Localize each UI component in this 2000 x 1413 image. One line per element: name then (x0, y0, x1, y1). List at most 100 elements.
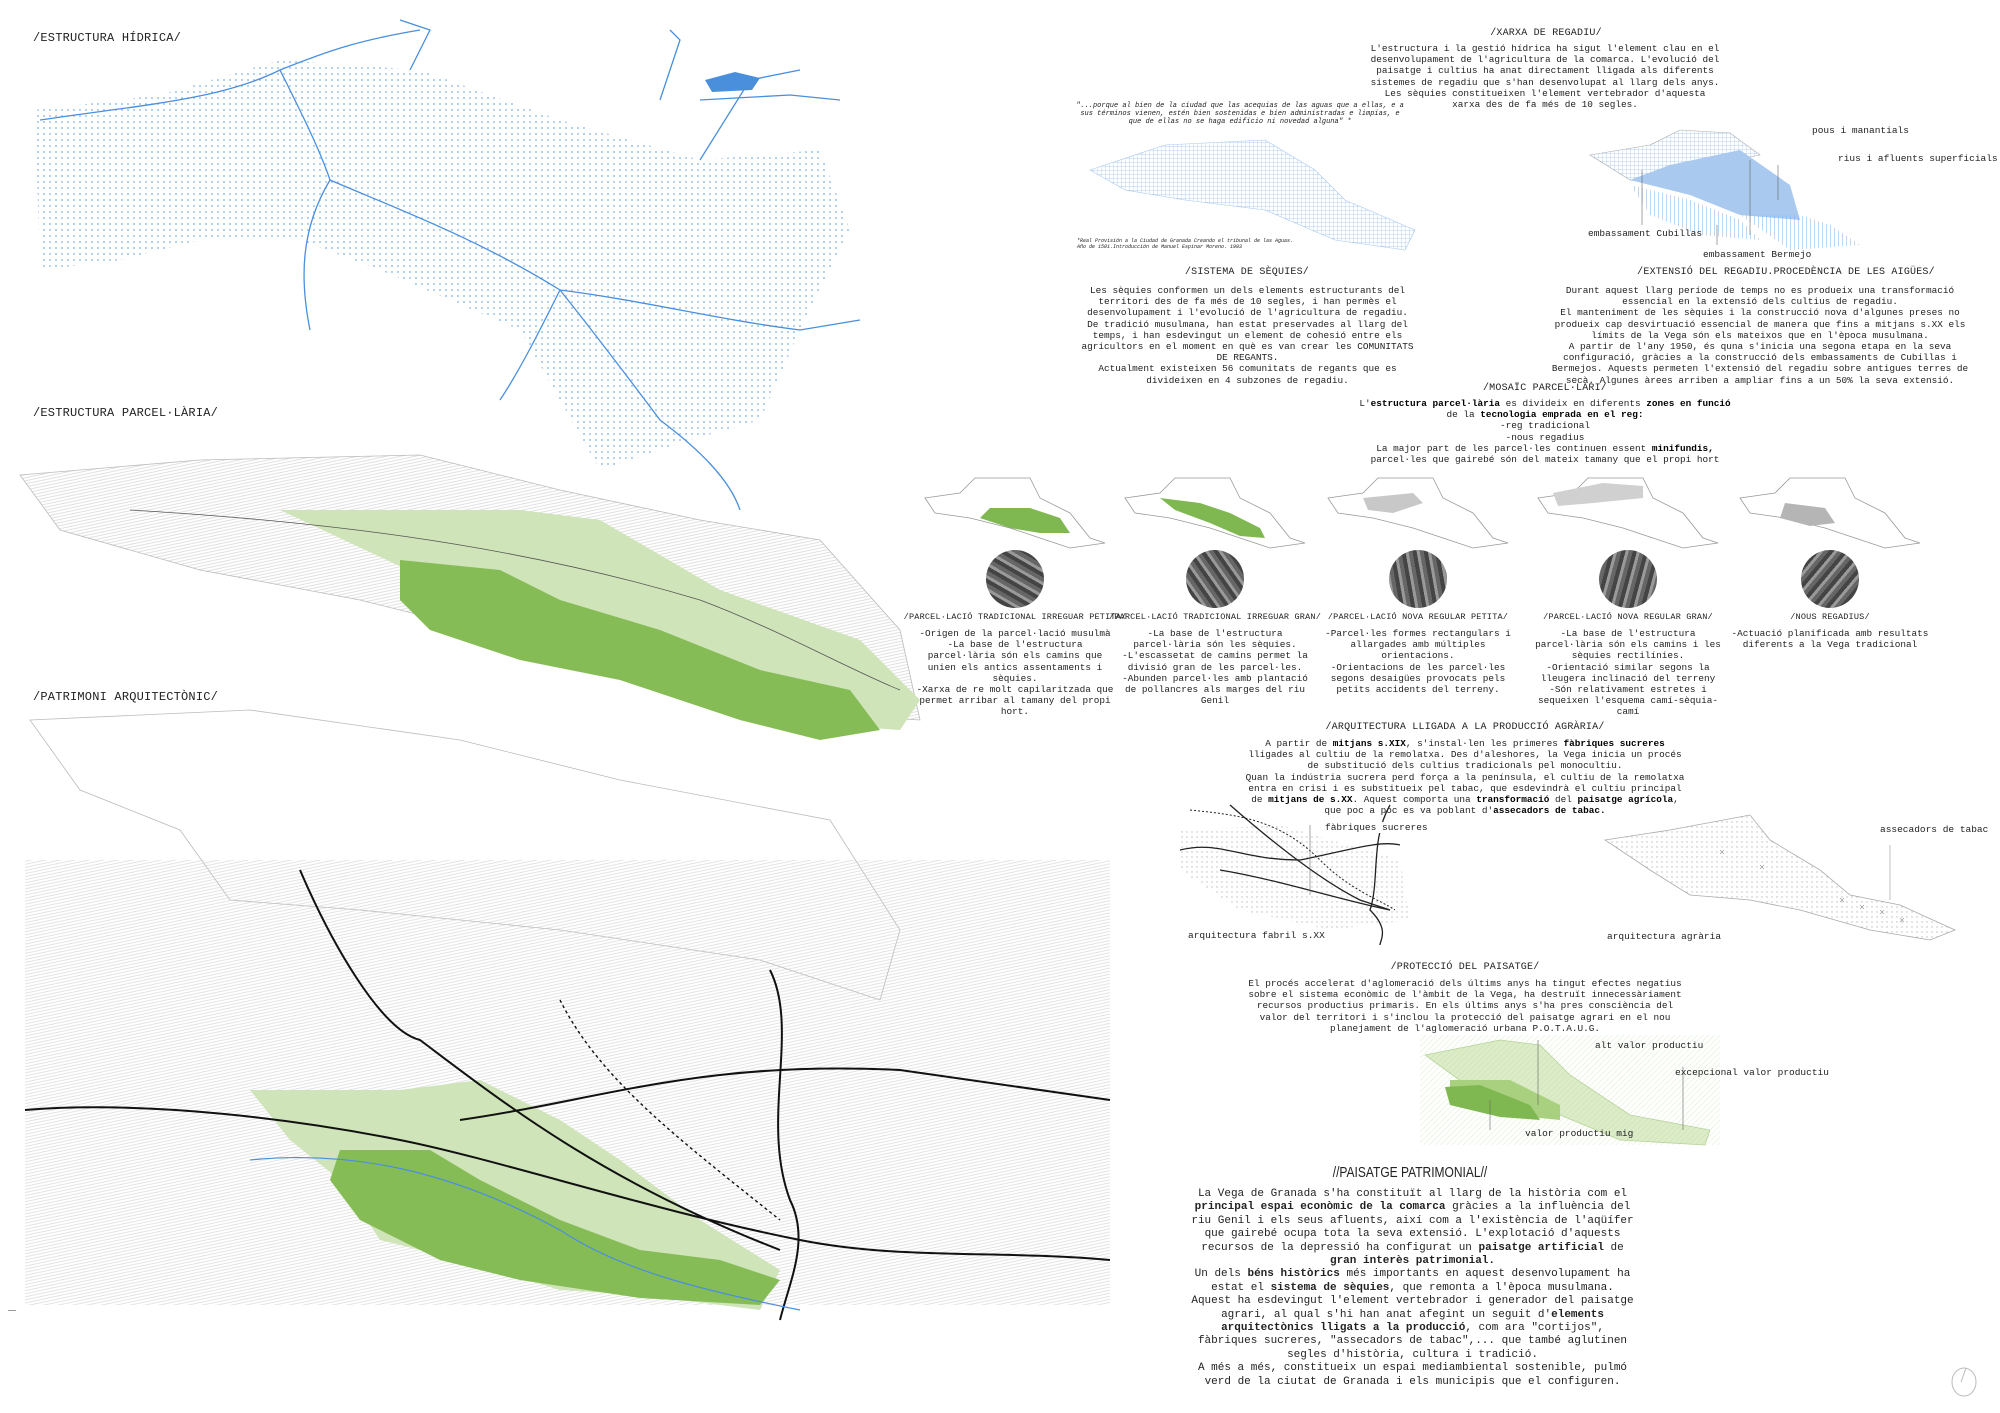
text-run: El procés accelerat d'aglomeració dels ú… (1248, 978, 1682, 1034)
label-valor-mig: valor productiu mig (1525, 1128, 1634, 1139)
paragraph: El procés accelerat d'aglomeració dels ú… (1245, 978, 1685, 1034)
text-run: Durant aquest llarg període de temps no … (1565, 285, 1955, 308)
bold-text-run: sistema de sèquies (1270, 1281, 1390, 1294)
paragraph: A més a més, constitueix un espai mediam… (1190, 1362, 1635, 1389)
text-run: A més a més, constitueix un espai mediam… (1197, 1362, 1628, 1388)
label-fabriques-sucreres: fàbriques sucreres (1325, 822, 1428, 833)
label-arquitectura-fabril: arquitectura fabril s.XX (1188, 930, 1325, 941)
sequies-description: Les sèquies conformen un dels elements e… (1075, 285, 1420, 386)
industrial-architecture-map (1179, 804, 1410, 946)
aerial-photo-thumbnail (1186, 550, 1244, 608)
text-run: L' (1359, 398, 1371, 409)
parcel-type-map (924, 477, 1106, 549)
paragraph: Un dels béns històrics més importants en… (1190, 1268, 1635, 1362)
parcel-type-title: /PARCEL·LACIÓ NOVA REGULAR PETITA/ (1327, 612, 1509, 622)
vega-dotted-area (35, 60, 850, 470)
text-run: El manteniment de les sèquies i la const… (1554, 307, 1966, 341)
section-title-sistema-sequies: /SISTEMA DE SÈQUIES/ (1184, 267, 1310, 278)
paragraph: de la tecnologia emprada en el reg: (1320, 409, 1770, 420)
parcel-zone-fill (980, 508, 1070, 533)
text-run: Les sèquies conformen un dels elements e… (1087, 285, 1408, 319)
bold-text-run: transformació (1476, 794, 1550, 806)
text-run: -reg tradicional (1499, 420, 1590, 432)
bold-text-run: béns històrics (1247, 1268, 1340, 1281)
text-run: La major part de les parcel·les continue… (1376, 442, 1652, 454)
bold-text-run: fàbriques sucreres (1563, 738, 1665, 749)
text-run: , s'instal·len les primeres (1405, 738, 1564, 749)
bold-text-run: minifundis, (1651, 442, 1714, 454)
label-pous-manantials: pous i manantials (1812, 125, 1909, 136)
parcel-type-description: -Origen de la parcel·lació musulmà -La b… (916, 628, 1114, 718)
logo-circle-icon (1951, 1367, 1977, 1397)
paragraph: Actualment existeixen 56 comunitats de r… (1075, 363, 1420, 385)
parcel-type-description: -La base de l'estructura parcel·lària só… (1535, 628, 1721, 718)
text-run: de la (1446, 409, 1481, 421)
section-title-patrimoni-arquitectonic: /PATRIMONI ARQUITECTÒNIC/ (33, 690, 219, 704)
paragraph: Les sèquies conformen un dels elements e… (1075, 285, 1420, 319)
parcel-type-map (1327, 477, 1509, 549)
section-title-arquitectura-agraria: /ARQUITECTURA LLIGADA A LA PRODUCCIÓ AGR… (1325, 722, 1605, 733)
section-title-paisatge-patrimonial: //PAISATGE PATRIMONIAL// (1332, 1164, 1488, 1181)
section-title-estructura-parcellaria: /ESTRUCTURA PARCEL·LÀRIA/ (33, 406, 219, 420)
irrigation-sources-map (1589, 129, 1860, 250)
parcel-type-title: /PARCEL·LACIÓ TRADICIONAL IRREGUAR PETIT… (903, 612, 1127, 622)
bold-text-run: tecnologia emprada en el reg: (1480, 409, 1644, 421)
bold-text-run: paisatge agrícola (1577, 794, 1674, 806)
proteccio-description: El procés accelerat d'aglomeració dels ú… (1245, 978, 1685, 1034)
text-run: -nous regadius (1505, 431, 1585, 443)
paragraph: El manteniment de les sèquies i la const… (1545, 307, 1975, 341)
section-title-extensio-regadiu: /EXTENSIÓ DEL REGADIU.PROCEDÈNCIA DE LES… (1637, 267, 1935, 278)
bold-text-run: mitjans de s.XX (1268, 794, 1353, 806)
xarxa-description: L'estructura i la gestió hídrica ha sigu… (1370, 43, 1720, 110)
section-title-proteccio-paisatge: /PROTECCIÓ DEL PAISATGE/ (1390, 962, 1540, 973)
river-network (39, 19, 861, 511)
paragraph: A partir de l'any 1950, és quna s'inicia… (1545, 341, 1975, 386)
corner-mark (8, 1310, 16, 1311)
parcel-zone-fill (1780, 503, 1835, 526)
section-title-estructura-hidrica: /ESTRUCTURA HÍDRICA/ (33, 31, 182, 45)
parcel-zone-fill (1363, 493, 1423, 513)
section-title-xarxa-regadiu: /XARXA DE REGADIU/ (1490, 28, 1602, 39)
arquitectura-description: A partir de mitjans s.XIX, s'instal·len … (1245, 738, 1685, 816)
parcel-type-description: -Actuació planificada amb resultats dife… (1731, 628, 1929, 651)
quote-source: *Real Provisión a la Ciudad de Granada C… (1077, 238, 1294, 250)
agrarian-architecture-map (1603, 814, 1957, 941)
bold-text-run: assecadors de tabac. (1493, 805, 1606, 817)
parcel-type-description: -Parcel·les formes rectangulars i allarg… (1325, 628, 1511, 696)
text-run: , com ara "cortijos", fàbriques sucreres… (1197, 1322, 1628, 1361)
productive-value-map (1420, 1035, 1720, 1146)
extensio-description: Durant aquest llarg període de temps no … (1545, 285, 1975, 386)
bold-text-run: estructura parcel·lària (1370, 398, 1500, 409)
text-run: lligades al cultiu de la remolatxa. Des … (1248, 749, 1682, 772)
parcel-type-map (1537, 477, 1719, 549)
bold-text-run: elements arquitectònics lligats a la pro… (1221, 1308, 1604, 1335)
bold-text-run: gran interès patrimonial. (1329, 1255, 1496, 1268)
parcel-type-title: /NOUS REGADIUS/ (1790, 612, 1870, 622)
label-embassament-bermejo: embassament Bermejo (1703, 249, 1812, 260)
paragraph: L'estructura i la gestió hídrica ha sigu… (1370, 43, 1720, 110)
text-run: de (1603, 1241, 1624, 1254)
paragraph: A partir de mitjans s.XIX, s'instal·len … (1245, 738, 1685, 772)
text-run: Un dels (1194, 1268, 1248, 1281)
parcel-type-title: /PARCEL·LACIÓ TRADICIONAL IRREGUAR GRAN/ (1108, 612, 1322, 622)
text-run: gràcies a la influència del riu Genil i … (1191, 1201, 1634, 1254)
text-run: Actualment existeixen 56 comunitats de r… (1098, 363, 1397, 386)
paisatge-description: La Vega de Granada s'ha constituït al ll… (1190, 1188, 1635, 1389)
mosaic-description: L'estructura parcel·lària es divideix en… (1320, 398, 1770, 465)
bold-text-run: zones en funció (1646, 398, 1731, 409)
text-run: A partir de (1265, 738, 1333, 749)
parcel-zone-fill (1160, 498, 1265, 538)
parcel-zone-fill (1553, 483, 1643, 506)
text-run: La Vega de Granada s'ha constituït al ll… (1197, 1188, 1628, 1200)
label-rius-afluents: rius i afluents superficials (1838, 153, 1998, 164)
text-run: . Aquest comporta una (1352, 794, 1477, 806)
label-assecadors-tabac: assecadors de tabac (1880, 824, 1989, 835)
aerial-photo-thumbnail (1389, 550, 1447, 608)
bold-text-run: mitjans s.XIX (1332, 738, 1406, 749)
historical-quote: "...porque al bien de la ciudad que las … (1076, 102, 1404, 126)
label-alt-valor: alt valor productiu (1595, 1040, 1704, 1051)
text-run: L'estructura i la gestió hídrica ha sigu… (1370, 43, 1720, 111)
text-run: Quan la indústria sucrera perd força a l… (1245, 771, 1685, 806)
text-run: més importants en aquest desenvolupament… (1211, 1268, 1631, 1294)
text-run: es divideix en diferents (1500, 398, 1647, 409)
